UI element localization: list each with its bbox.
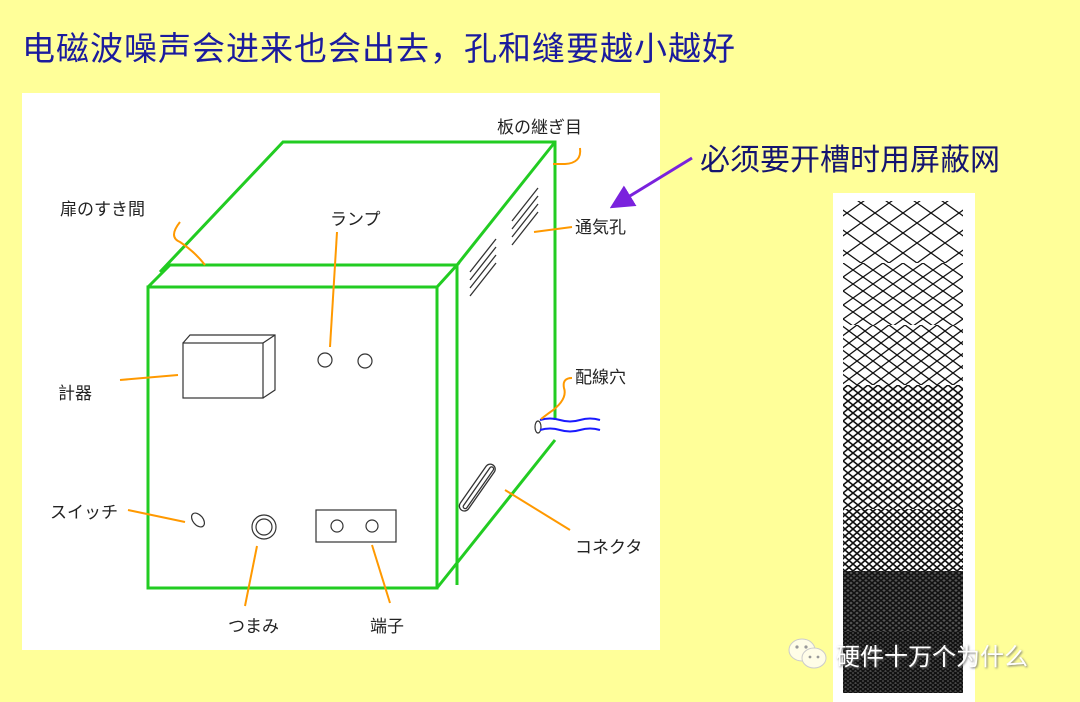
enclosure-drawing xyxy=(119,140,601,607)
label-vent: 通気孔 xyxy=(575,218,626,238)
mesh-swatch xyxy=(843,263,963,325)
label-knob: つまみ xyxy=(228,617,279,637)
wechat-icon xyxy=(788,638,827,669)
mesh-swatch xyxy=(843,447,963,509)
watermark-text: 硬件十万个为什么 xyxy=(836,642,1028,671)
watermark: 硬件十万个为什么 xyxy=(786,636,1028,672)
box-outline xyxy=(146,140,557,590)
mesh-swatch xyxy=(843,385,963,447)
cable xyxy=(539,417,601,433)
leader-lines xyxy=(119,147,582,607)
label-terminal: 端子 xyxy=(370,617,404,637)
switch-icon xyxy=(190,512,206,528)
mesh-swatch xyxy=(843,325,963,385)
lamp-icon xyxy=(317,352,333,368)
shield-mesh-samples xyxy=(833,193,975,702)
label-meter: 計器 xyxy=(58,384,92,404)
front-components xyxy=(182,334,542,543)
terminal-block-icon xyxy=(315,509,397,543)
mesh-swatch xyxy=(843,571,963,631)
label-panel-seam: 板の継ぎ目 xyxy=(497,118,582,138)
label-lamp: ランプ xyxy=(330,210,381,230)
slide-title: 电磁波噪声会进来也会出去，孔和缝要越小越好 xyxy=(22,29,736,68)
mesh-swatch xyxy=(843,631,963,693)
mesh-swatches xyxy=(843,201,963,693)
mesh-swatch xyxy=(843,201,963,263)
meter-icon xyxy=(182,342,264,399)
mesh-swatch xyxy=(843,509,963,571)
enclosure-diagram: 板の継ぎ目 扉のすき間 ランプ 通気孔 計器 配線穴 スイッチ コネクタ つまみ… xyxy=(22,93,660,650)
label-switch: スイッチ xyxy=(50,503,118,523)
shield-mesh-note: 必须要开槽时用屏蔽网 xyxy=(700,143,1000,178)
label-wiring-hole: 配線穴 xyxy=(575,368,626,388)
label-connector: コネクタ xyxy=(575,538,643,558)
vents-icon xyxy=(458,187,539,512)
label-door-gap: 扉のすき間 xyxy=(60,200,145,220)
